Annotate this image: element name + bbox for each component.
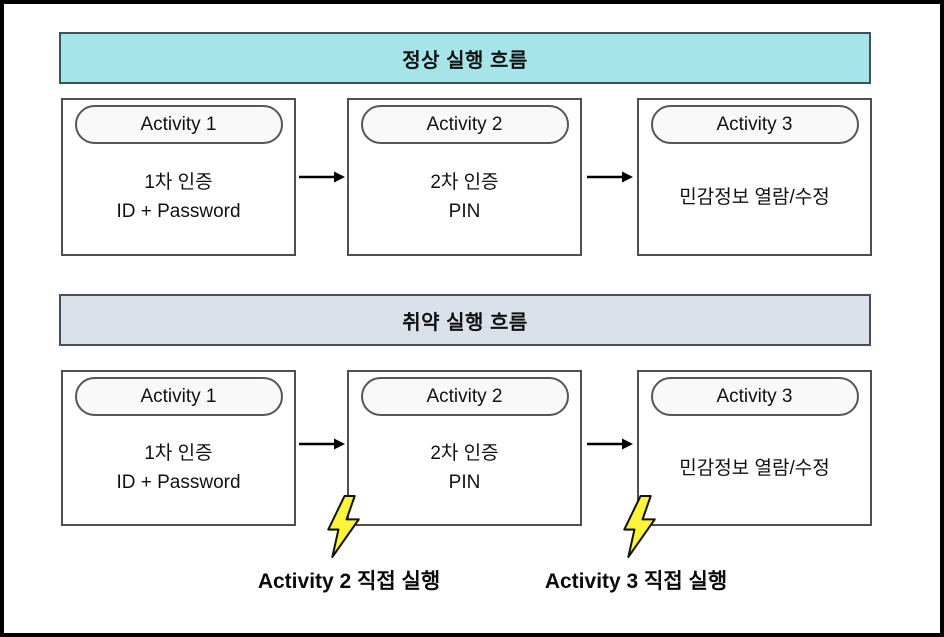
activity-pill: Activity 1 [74,105,283,144]
activity-body-line: 민감정보 열람/수정 [679,457,830,479]
activity-body-line: ID + Password [116,201,241,222]
activity-pill: Activity 2 [360,105,569,144]
activity-body-line: PIN [448,472,481,493]
flow-arrow-icon [298,170,346,184]
activity-body-line: ID + Password [116,472,241,493]
activity-pill-label: Activity 1 [140,113,217,135]
activity-body: 1차 인증 ID + Password [63,416,294,524]
flow-arrow-icon [586,437,634,451]
activity-body-line: PIN [448,201,481,222]
vulnerable-activity-box-1: Activity 1 1차 인증 ID + Password [61,370,296,526]
activity-pill: Activity 2 [360,377,569,416]
activity-body-line: 2차 인증 [430,443,499,464]
vulnerable-flow-title: 취약 실행 흐름 [402,311,528,334]
activity-pill-label: Activity 3 [716,385,793,407]
lightning-icon [620,495,657,558]
activity-body: 민감정보 열람/수정 [639,416,870,524]
activity-body: 민감정보 열람/수정 [639,144,870,254]
activity-pill-label: Activity 3 [716,113,793,135]
flow-arrow-icon [298,437,346,451]
vulnerable-activity-box-2: Activity 2 2차 인증 PIN [347,370,582,526]
activity-body: 2차 인증 PIN [349,416,580,524]
activity-body-line: 1차 인증 [144,172,213,193]
activity-body-line: 2차 인증 [430,172,499,193]
activity-body-line: 민감정보 열람/수정 [679,186,830,208]
activity-pill-label: Activity 2 [426,113,503,135]
lightning-icon [324,495,361,558]
flow-arrow-icon [586,170,634,184]
normal-flow-banner: 정상 실행 흐름 [59,32,871,84]
normal-flow-title: 정상 실행 흐름 [402,49,528,72]
activity-pill: Activity 3 [650,105,859,144]
activity-pill-label: Activity 1 [140,385,217,407]
direct-exec-label-activity3: Activity 3 직접 실행 [544,570,728,593]
direct-exec-label-activity2: Activity 2 직접 실행 [257,570,441,593]
normal-activity-box-3: Activity 3 민감정보 열람/수정 [637,98,872,256]
activity-body: 2차 인증 PIN [349,144,580,254]
vulnerable-activity-box-3: Activity 3 민감정보 열람/수정 [637,370,872,526]
normal-activity-box-2: Activity 2 2차 인증 PIN [347,98,582,256]
activity-body: 1차 인증 ID + Password [63,144,294,254]
activity-pill-label: Activity 2 [426,385,503,407]
vulnerable-flow-banner: 취약 실행 흐름 [59,294,871,346]
activity-pill: Activity 3 [650,377,859,416]
activity-body-line: 1차 인증 [144,443,213,464]
normal-activity-box-1: Activity 1 1차 인증 ID + Password [61,98,296,256]
activity-pill: Activity 1 [74,377,283,416]
